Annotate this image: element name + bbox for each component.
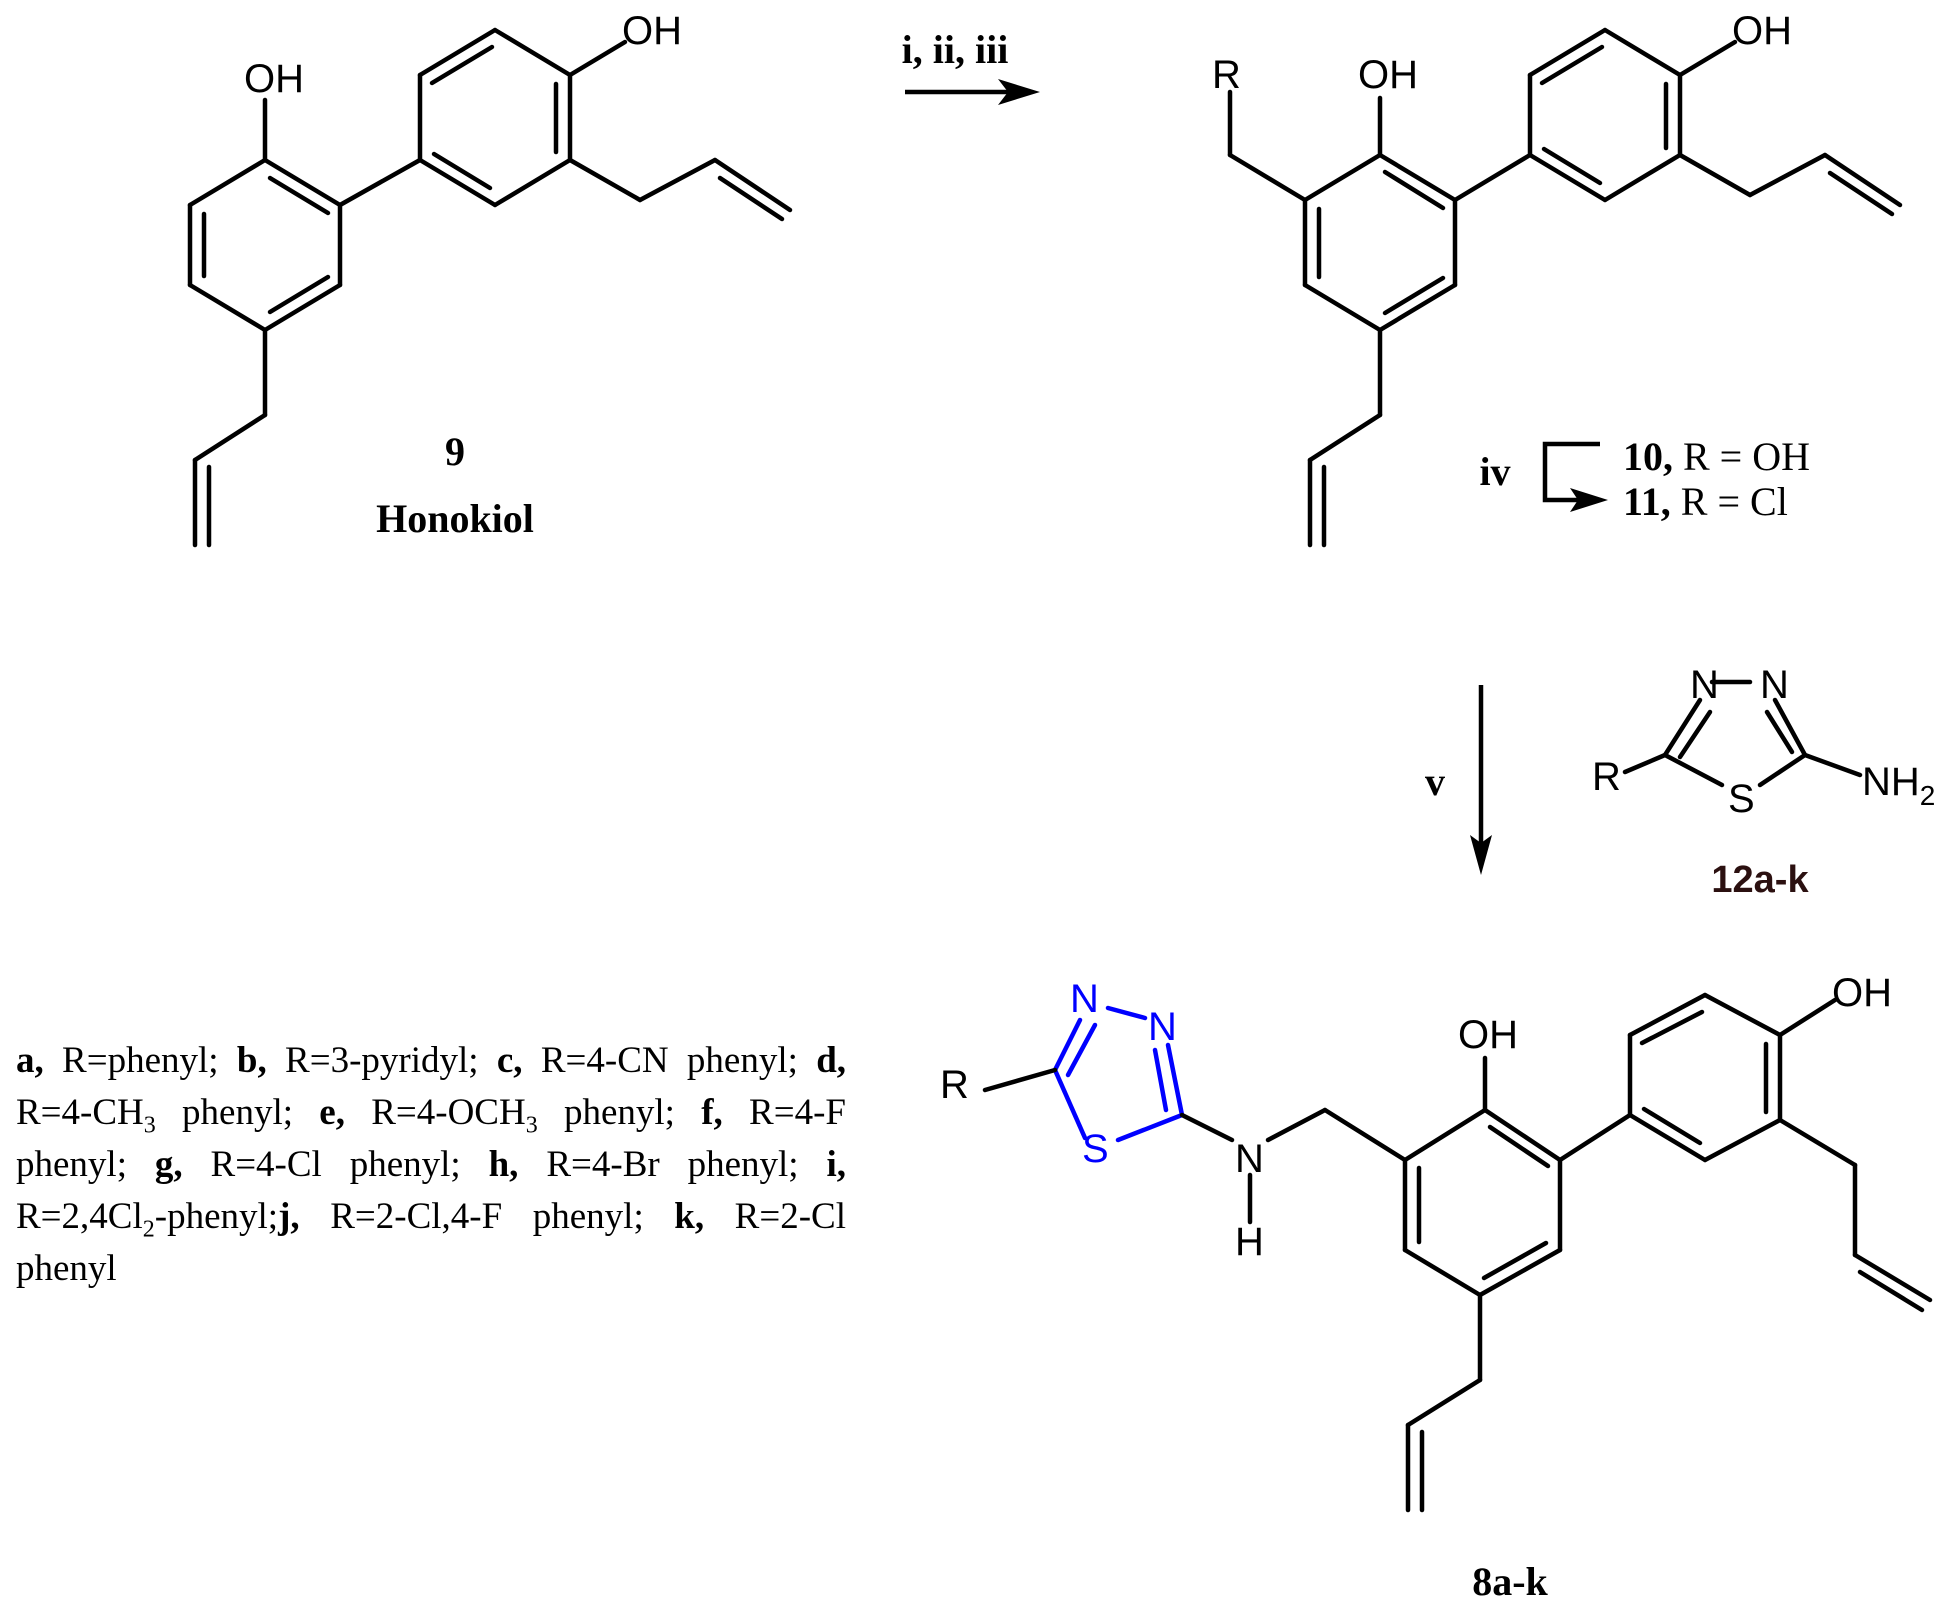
honokiol-number: 9	[445, 429, 465, 474]
honokiol-name: Honokiol	[376, 496, 534, 541]
intermediate-oh-right: OH	[1732, 9, 1792, 53]
intermediate-structure	[1227, 27, 1903, 548]
final-product-structure	[982, 992, 1933, 1513]
legend-entry-key: f,	[701, 1092, 723, 1133]
legend-entry-text: R=2-Cl phenyl	[16, 1196, 846, 1289]
legend-entry-text: R=phenyl;	[43, 1040, 237, 1081]
final-nh-n: N	[1235, 1137, 1264, 1181]
intermediate-oh-left: OH	[1358, 53, 1418, 97]
reagents-top-label: i, ii, iii	[902, 27, 1009, 72]
thiadiazole-reagent-structure	[1622, 679, 1863, 788]
final-product-label: 8a-k	[1472, 1559, 1548, 1604]
reaction-arrow-iv-head	[1570, 488, 1608, 512]
product-10: 10, R = OH	[1623, 434, 1810, 479]
reaction-arrow-top-head	[998, 79, 1040, 105]
legend-entry-key: h,	[488, 1144, 519, 1185]
reaction-arrow-v-head	[1470, 835, 1492, 875]
legend-entry-key: i,	[826, 1144, 846, 1185]
legend-entry-subscript: 3	[143, 1112, 156, 1139]
thiadiazole-n2: N	[1760, 663, 1789, 707]
legend-entry-key: b,	[236, 1040, 267, 1081]
legend-entry: e, R=4-OCH3 phenyl;	[319, 1092, 702, 1137]
legend-entry-suffix: phenyl;	[537, 1092, 702, 1133]
legend-entry: a, R=phenyl;	[16, 1040, 237, 1081]
legend-entry-text: R=4-Cl phenyl;	[182, 1144, 489, 1185]
legend-entry-subscript: 2	[142, 1216, 155, 1243]
reaction-arrow-iv	[1542, 441, 1600, 503]
legend-entry-text: R=4-F phenyl;	[16, 1092, 846, 1185]
legend-entry-key: g,	[154, 1144, 183, 1185]
final-nh-h: H	[1235, 1220, 1264, 1264]
legend-entry-text: R=4-Br phenyl;	[518, 1144, 827, 1185]
legend-entry-text: R=2,4Cl	[16, 1196, 143, 1237]
final-thiadiazole-n2: N	[1148, 1005, 1177, 1049]
legend-entry: g, R=4-Cl phenyl;	[155, 1144, 489, 1185]
honokiol-oh-right: OH	[622, 9, 682, 53]
thiadiazole-nh2: NH2	[1862, 760, 1935, 811]
legend-entry-text: R=4-CN phenyl;	[522, 1040, 817, 1081]
legend-entry: b, R=3-pyridyl;	[237, 1040, 497, 1081]
intermediate-r: R	[1212, 53, 1241, 97]
thiadiazole-label: 12a-k	[1711, 859, 1809, 901]
substituent-legend: a, R=phenyl; b, R=3-pyridyl; c, R=4-CN p…	[16, 1035, 846, 1295]
legend-entry-text: R=4-CH	[16, 1092, 144, 1133]
legend-entry-key: k,	[674, 1196, 705, 1237]
legend-entry: i, R=2,4Cl2-phenyl;	[16, 1144, 846, 1241]
product-11: 11, R = Cl	[1623, 479, 1788, 524]
legend-entry-text: R=2-Cl,4-F phenyl;	[299, 1196, 675, 1237]
legend-entry: j, R=2-Cl,4-F phenyl;	[278, 1196, 674, 1237]
legend-entry-subscript: 3	[525, 1112, 538, 1139]
legend-entry: f, R=4-F phenyl;	[16, 1092, 846, 1185]
legend-entry-key: d,	[816, 1040, 847, 1081]
legend-entry: k, R=2-Cl phenyl	[16, 1196, 846, 1289]
legend-entry: d, R=4-CH3 phenyl;	[16, 1040, 847, 1137]
thiadiazole-r: R	[1592, 755, 1621, 799]
legend-entry-suffix: -phenyl;	[154, 1196, 279, 1237]
legend-entry: c, R=4-CN phenyl;	[497, 1040, 816, 1081]
legend-entry-key: a,	[16, 1040, 44, 1081]
final-thiadiazole-s: S	[1082, 1127, 1109, 1171]
final-oh-middle: OH	[1458, 1013, 1518, 1057]
honokiol-oh-left: OH	[244, 57, 304, 101]
thiadiazole-n1: N	[1690, 663, 1719, 707]
legend-entry-key: e,	[319, 1092, 345, 1133]
final-thiadiazole-n1: N	[1070, 977, 1099, 1021]
thiadiazole-s: S	[1728, 777, 1755, 821]
legend-entry-text: R=3-pyridyl;	[266, 1040, 497, 1081]
honokiol-structure	[187, 27, 793, 548]
final-oh-right: OH	[1832, 971, 1892, 1015]
legend-entry-text: R=4-OCH	[344, 1092, 526, 1133]
legend-entry: h, R=4-Br phenyl;	[489, 1144, 827, 1185]
final-r: R	[940, 1063, 969, 1107]
reagent-v-label: v	[1425, 759, 1445, 804]
legend-entry-key: j,	[278, 1196, 300, 1237]
legend-entry-suffix: phenyl;	[155, 1092, 320, 1133]
reagent-iv-label: iv	[1479, 449, 1510, 494]
legend-entry-key: c,	[496, 1040, 523, 1081]
